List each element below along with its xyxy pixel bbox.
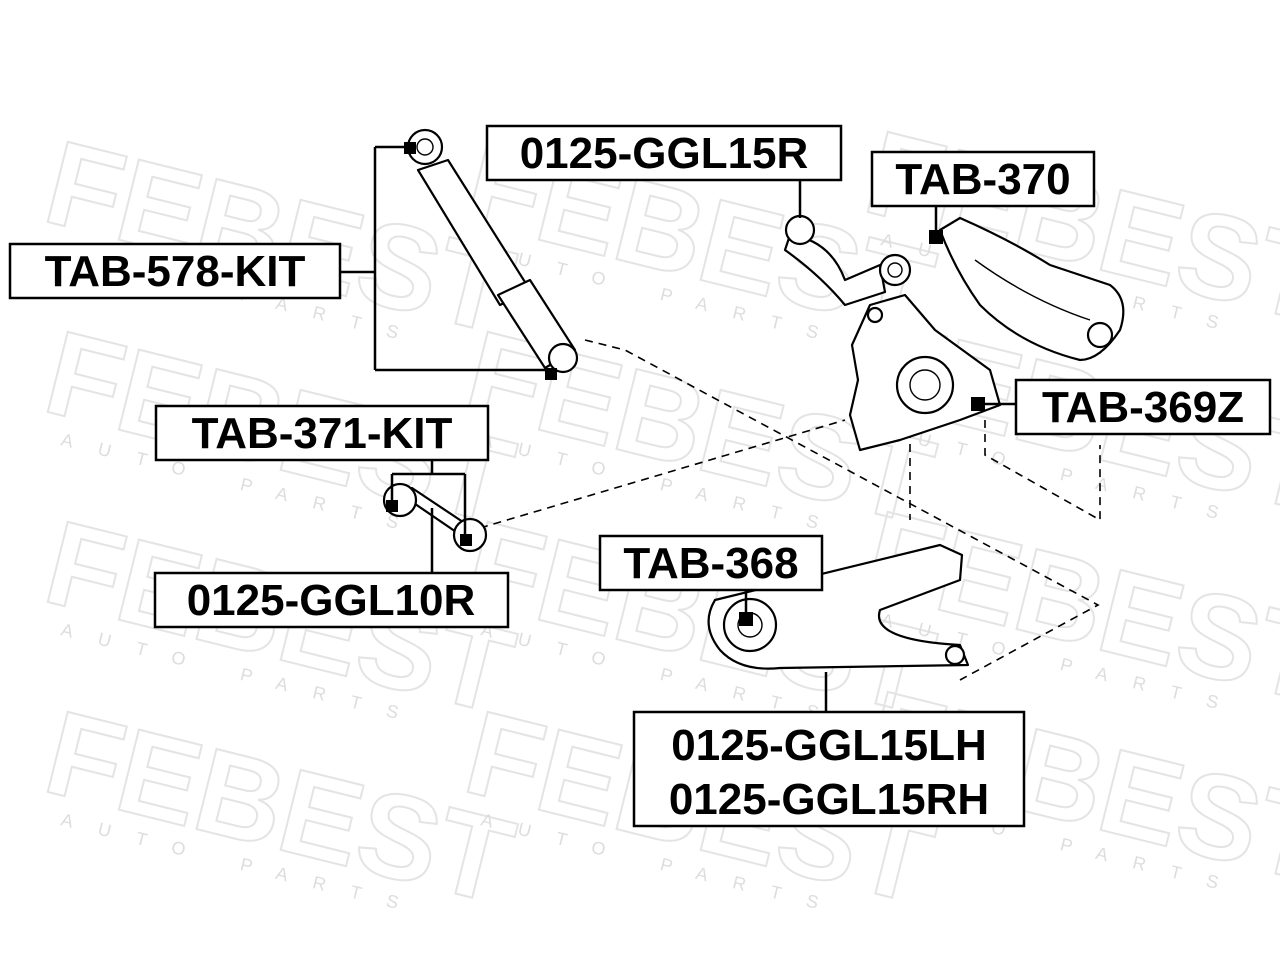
upper-link-body — [783, 233, 887, 307]
label-box-ggl10r — [153, 571, 510, 629]
upper-control-link — [783, 214, 912, 307]
upper-arm-body — [938, 216, 1125, 362]
label-tab-370: TAB-370 — [895, 155, 1070, 204]
label-ggl15lh: 0125-GGL15LH — [671, 721, 986, 770]
upper-link-bushing-1 — [784, 214, 816, 246]
bushing-marker — [386, 500, 398, 512]
bushing-marker — [929, 230, 943, 244]
upper-link-bushing-2 — [878, 253, 912, 287]
knuckle-hub — [895, 355, 955, 415]
label-box-ggl15r — [485, 124, 843, 182]
upper-link-bushing-inner — [887, 262, 903, 278]
label-box-tab-371-kit — [154, 404, 490, 462]
upper-arm — [938, 216, 1125, 362]
label-tab-578-kit: TAB-578-KIT — [45, 247, 306, 296]
knuckle-bolt — [866, 306, 884, 324]
lateral-link — [382, 482, 488, 553]
label-box-tab-368 — [598, 534, 824, 592]
upper-arm-bushing — [1086, 321, 1114, 349]
lower-arm — [707, 543, 970, 670]
label-box-tab-370 — [870, 150, 1096, 208]
label-tab-368: TAB-368 — [623, 539, 798, 588]
knuckle-hub-inner — [909, 369, 941, 401]
label-box-ggl15lh-rh — [632, 710, 1026, 828]
dashed-line-knuckle-right — [984, 420, 1101, 522]
leader-tab-578-kit — [340, 145, 548, 372]
label-box-tab-578-kit — [8, 242, 342, 300]
label-ggl15rh: 0125-GGL15RH — [669, 775, 989, 824]
part-labels: TAB-578-KIT 0125-GGL15R TAB-370 TAB-369Z… — [8, 124, 1272, 828]
bushing-marker — [739, 612, 753, 626]
leader-tab-371-kit — [390, 460, 467, 534]
dashed-line-link-to-knuckle — [479, 419, 846, 529]
shock-bottom-bushing — [547, 342, 579, 374]
rear-knuckle — [848, 293, 1002, 452]
bushing-marker — [460, 534, 472, 546]
label-ggl10r: 0125-GGL10R — [187, 576, 476, 625]
shock-absorber — [404, 128, 579, 380]
label-ggl15r: 0125-GGL15R — [520, 129, 809, 178]
shock-top-bushing-inner — [416, 138, 434, 156]
leader-lines — [340, 145, 1016, 712]
lower-arm-outer-bolt — [944, 644, 966, 666]
upper-arm-rib — [974, 259, 1091, 321]
bushing-marker — [971, 397, 985, 411]
bushing-marker — [404, 142, 416, 154]
dashed-line-shock-to-arm — [584, 339, 1100, 681]
label-tab-371-kit: TAB-371-KIT — [192, 409, 453, 458]
label-tab-369z: TAB-369Z — [1042, 383, 1244, 432]
label-box-tab-369z — [1014, 378, 1272, 436]
assembly-dashed-lines — [479, 339, 1101, 681]
